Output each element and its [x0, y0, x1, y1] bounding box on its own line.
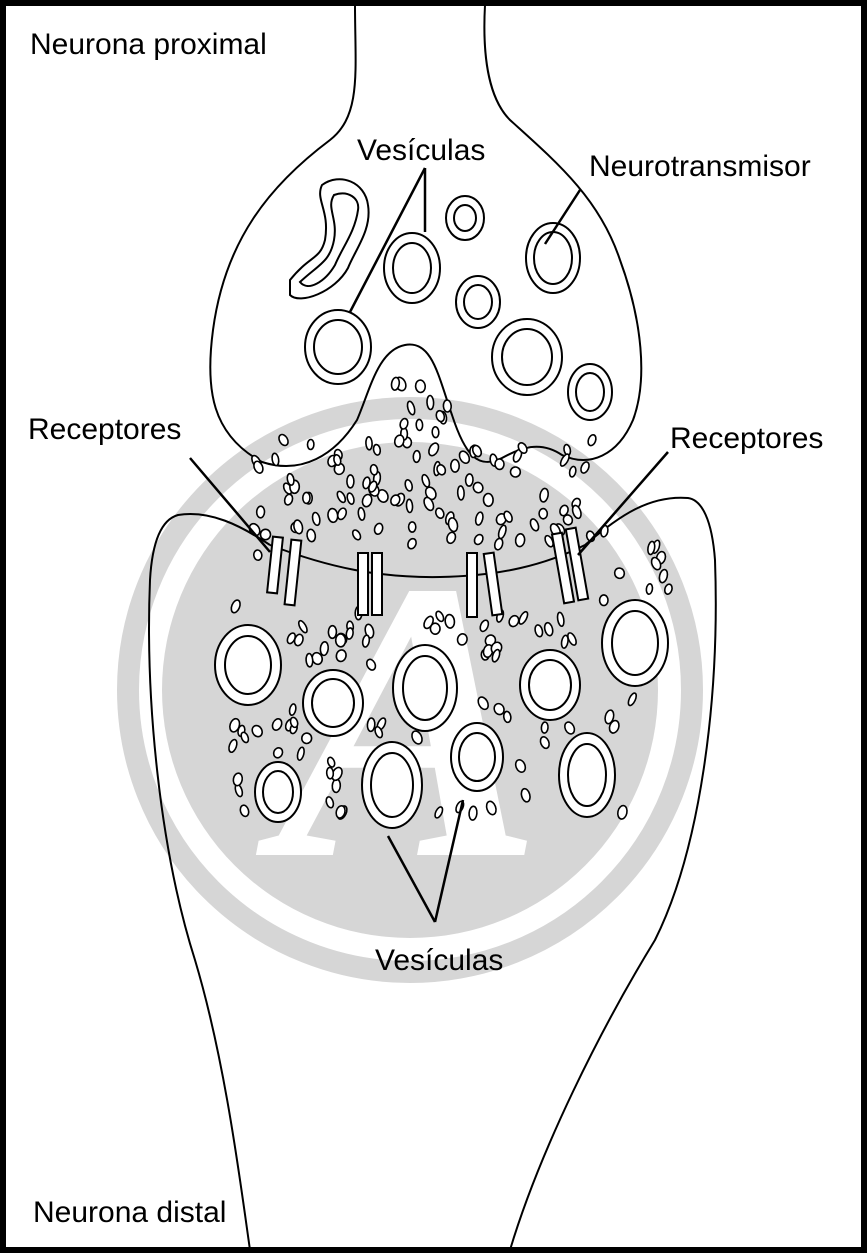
neurotransmitter-molecule [541, 722, 549, 734]
neurotransmitter-molecule [413, 451, 420, 463]
neurotransmitter-molecule [306, 653, 314, 667]
label-neurona-distal: Neurona distal [33, 1198, 226, 1228]
neurotransmitter-molecule [415, 380, 426, 393]
neurotransmitter-molecule [451, 459, 460, 472]
label-receptores-left: Receptores [28, 415, 181, 445]
neurotransmitter-molecule [427, 395, 434, 409]
neurotransmitter-molecule [335, 634, 345, 647]
receptor [358, 553, 368, 615]
receptor [372, 553, 382, 615]
neurotransmitter-molecule [303, 492, 310, 503]
neurotransmitter-molecule [409, 522, 416, 532]
neurotransmitter-molecule [399, 418, 409, 430]
neurotransmitter-molecule [347, 475, 354, 488]
label-receptores-right: Receptores [670, 424, 823, 454]
neurotransmitter-molecule [432, 427, 439, 438]
neurotransmitter-molecule [465, 474, 473, 487]
neurotransmitter-molecule [367, 718, 375, 732]
neurotransmitter-molecule [256, 506, 264, 518]
neurotransmitter-molecule [253, 550, 262, 561]
label-neurona-proximal: Neurona proximal [30, 30, 267, 60]
neurotransmitter-molecule [539, 508, 548, 518]
neurotransmitter-molecule [600, 595, 608, 606]
neurotransmitter-molecule [445, 614, 456, 628]
neurotransmitter-molecule [326, 767, 333, 779]
label-vesiculas-bottom: Vesículas [375, 946, 503, 976]
receptor [467, 553, 477, 617]
neurotransmitter-molecule [646, 583, 653, 594]
neurotransmitter-molecule [406, 499, 413, 513]
neurotransmitter-molecule [457, 486, 464, 500]
neurotransmitter-molecule [260, 529, 270, 540]
neurotransmitter-molecule [483, 493, 493, 506]
neurotransmitter-molecule [366, 437, 373, 450]
neurotransmitter-molecule [587, 434, 598, 447]
neurotransmitter-molecule [515, 533, 525, 547]
mitochondrion [290, 179, 369, 298]
neurotransmitter-molecule [469, 806, 478, 820]
neurotransmitter-molecule [416, 419, 423, 430]
neurotransmitter-molecule [443, 400, 452, 413]
label-vesiculas-top: Vesículas [357, 136, 485, 166]
neurotransmitter-molecule [328, 626, 336, 639]
label-neurotransmisor: Neurotransmisor [589, 152, 811, 182]
neurotransmitter-molecule [301, 732, 312, 744]
neurotransmitter-molecule [510, 466, 521, 477]
neurotransmitter-molecule [495, 459, 505, 470]
neurotransmitter-molecule [307, 439, 314, 449]
neurotransmitter-molecule [320, 641, 329, 655]
